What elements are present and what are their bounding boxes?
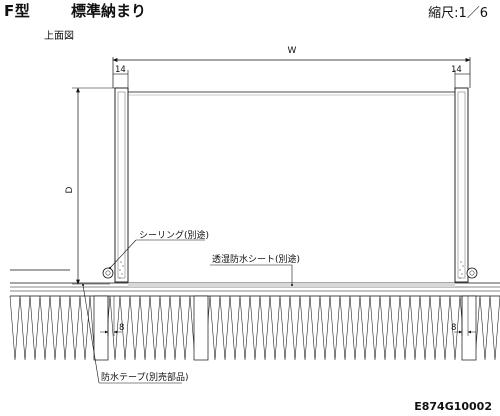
right-gap-dimension: 8: [451, 296, 476, 336]
left-sealing-bead: [102, 267, 114, 279]
scale-label: 縮尺:1／6: [428, 6, 488, 21]
sheet-layer: [128, 283, 455, 287]
right-offset-label: 14: [451, 65, 462, 75]
left-gap-dimension: 8: [100, 296, 124, 336]
view-label: 上面図: [44, 31, 74, 42]
left-offset-label: 14: [115, 65, 126, 75]
depth-dimension: D: [65, 87, 118, 285]
left-offset-dimension: 14: [113, 65, 129, 90]
drawing-title: F型: [4, 2, 31, 20]
right-offset-dimension: 14: [451, 65, 470, 90]
sheet-label: 透湿防水シート(別途): [212, 253, 300, 265]
frame: [102, 87, 478, 283]
width-dimension: W: [112, 46, 471, 88]
tape-callout: 防水テープ(別売部品): [82, 284, 188, 384]
right-sealing-bead: [466, 267, 478, 279]
right-gap-label: 8: [451, 323, 456, 333]
right-stud: [461, 295, 477, 361]
depth-label: D: [65, 186, 75, 193]
left-post: [114, 87, 129, 283]
left-stud: [93, 295, 109, 361]
width-label: W: [288, 46, 297, 56]
drawing-code: E874G10002: [414, 400, 492, 413]
left-gap-label: 8: [119, 323, 124, 333]
sheet-callout: 透湿防水シート(別途): [210, 253, 300, 286]
wall-section: [9, 269, 500, 361]
drawing-subtitle: 標準納まり: [71, 2, 147, 20]
sealing-callout: シーリング(別途): [109, 229, 209, 269]
insulation: [9, 295, 500, 361]
sealing-label: シーリング(別途): [139, 229, 209, 241]
right-post: [454, 87, 469, 283]
tape-label: 防水テープ(別売部品): [101, 371, 188, 383]
center-stud: [193, 295, 209, 361]
